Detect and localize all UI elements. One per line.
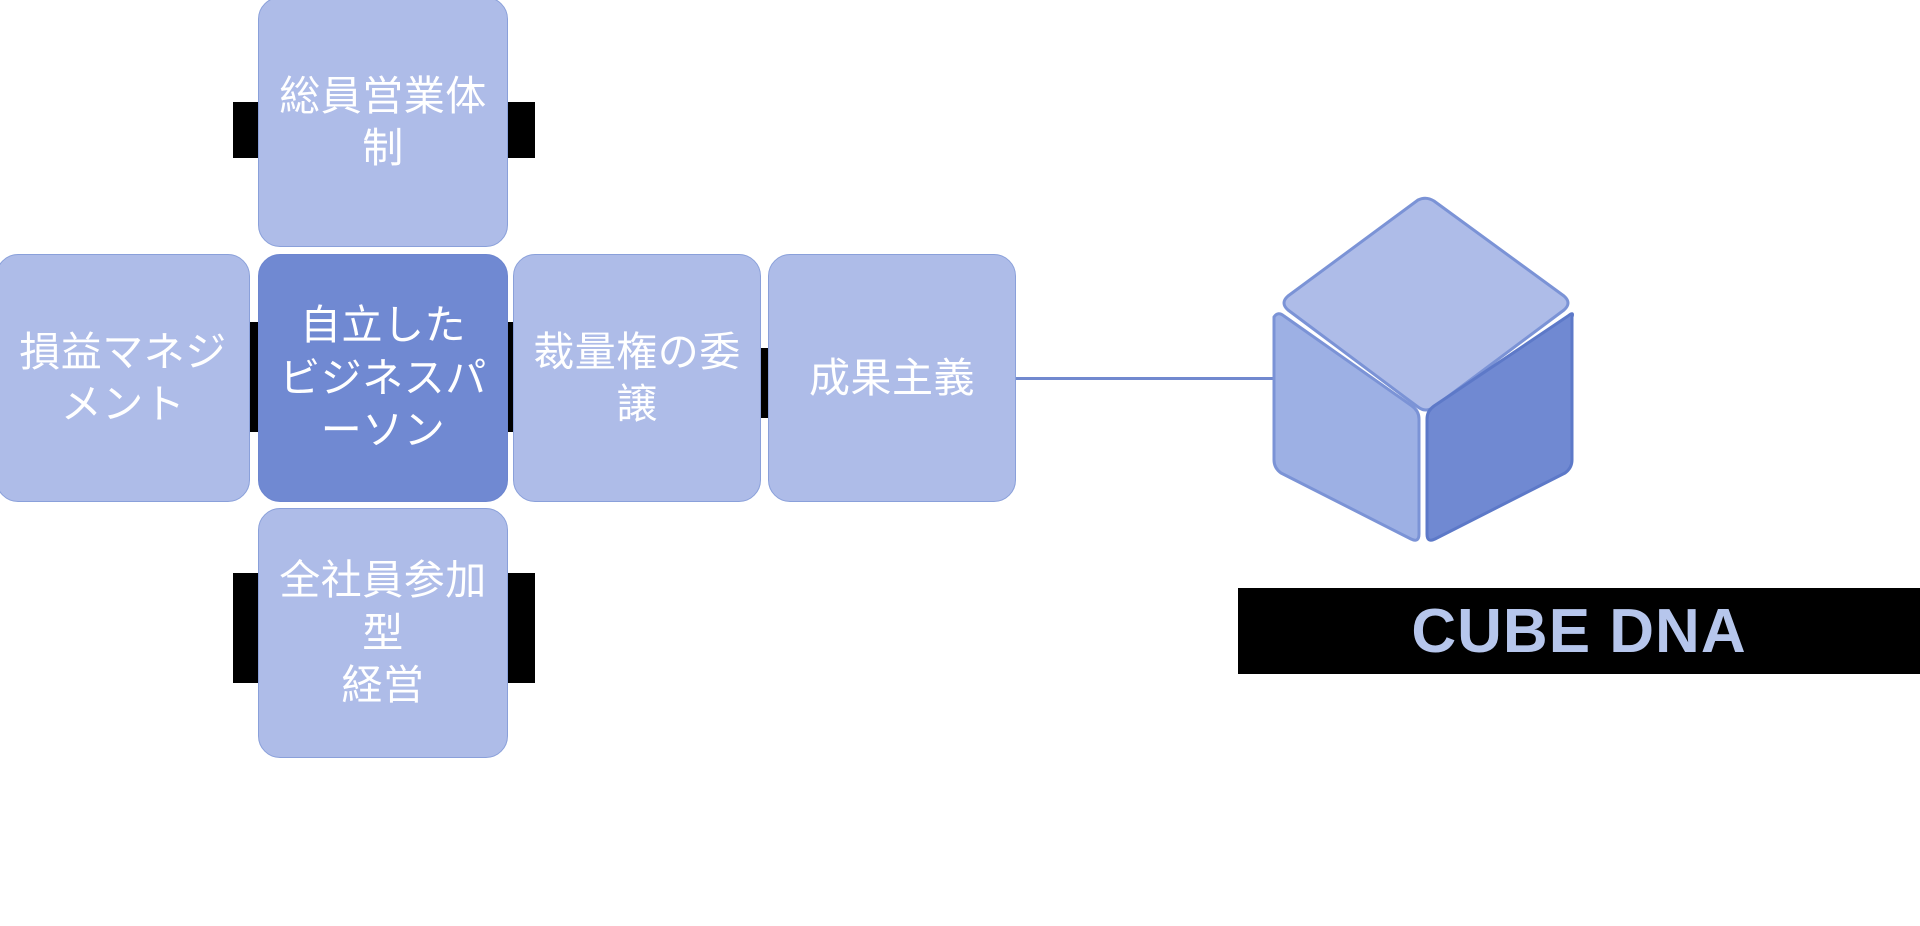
cube-right-face bbox=[1425, 312, 1574, 542]
concept-box-bottom-line2: 経営 bbox=[341, 662, 425, 709]
concept-box-right2-label: 成果主義 bbox=[809, 354, 975, 401]
cube-dna-banner-text: CUBE DNA bbox=[1411, 596, 1747, 666]
cube-link-line bbox=[1014, 377, 1280, 380]
concept-box-top-label: 総員営業体制 bbox=[279, 72, 487, 171]
concept-box-center-line2: ビジネスパーソン bbox=[279, 354, 487, 454]
concept-box-bottom-line1: 全社員参加型 bbox=[279, 557, 487, 656]
concept-box-right1-label: 裁量権の委譲 bbox=[533, 328, 741, 427]
concept-box-right1[interactable]: 裁量権の委譲 bbox=[513, 254, 761, 502]
concept-box-top[interactable]: 総員営業体制 bbox=[258, 0, 508, 247]
concept-box-left[interactable]: 損益マネジメント bbox=[0, 254, 250, 502]
concept-box-bottom-label: 全社員参加型 経営 bbox=[259, 554, 507, 711]
concept-box-center-label: 自立した ビジネスパーソン bbox=[259, 299, 507, 456]
concept-box-bottom[interactable]: 全社員参加型 経営 bbox=[258, 508, 508, 758]
cube-left-face bbox=[1272, 312, 1421, 542]
cube-icon bbox=[1272, 196, 1574, 542]
concept-box-center[interactable]: 自立した ビジネスパーソン bbox=[258, 254, 508, 502]
concept-box-center-line1: 自立した bbox=[300, 302, 466, 349]
cube-dna-banner: CUBE DNA bbox=[1238, 588, 1920, 674]
concept-box-left-label: 損益マネジメント bbox=[19, 328, 227, 427]
concept-box-right2[interactable]: 成果主義 bbox=[768, 254, 1016, 502]
